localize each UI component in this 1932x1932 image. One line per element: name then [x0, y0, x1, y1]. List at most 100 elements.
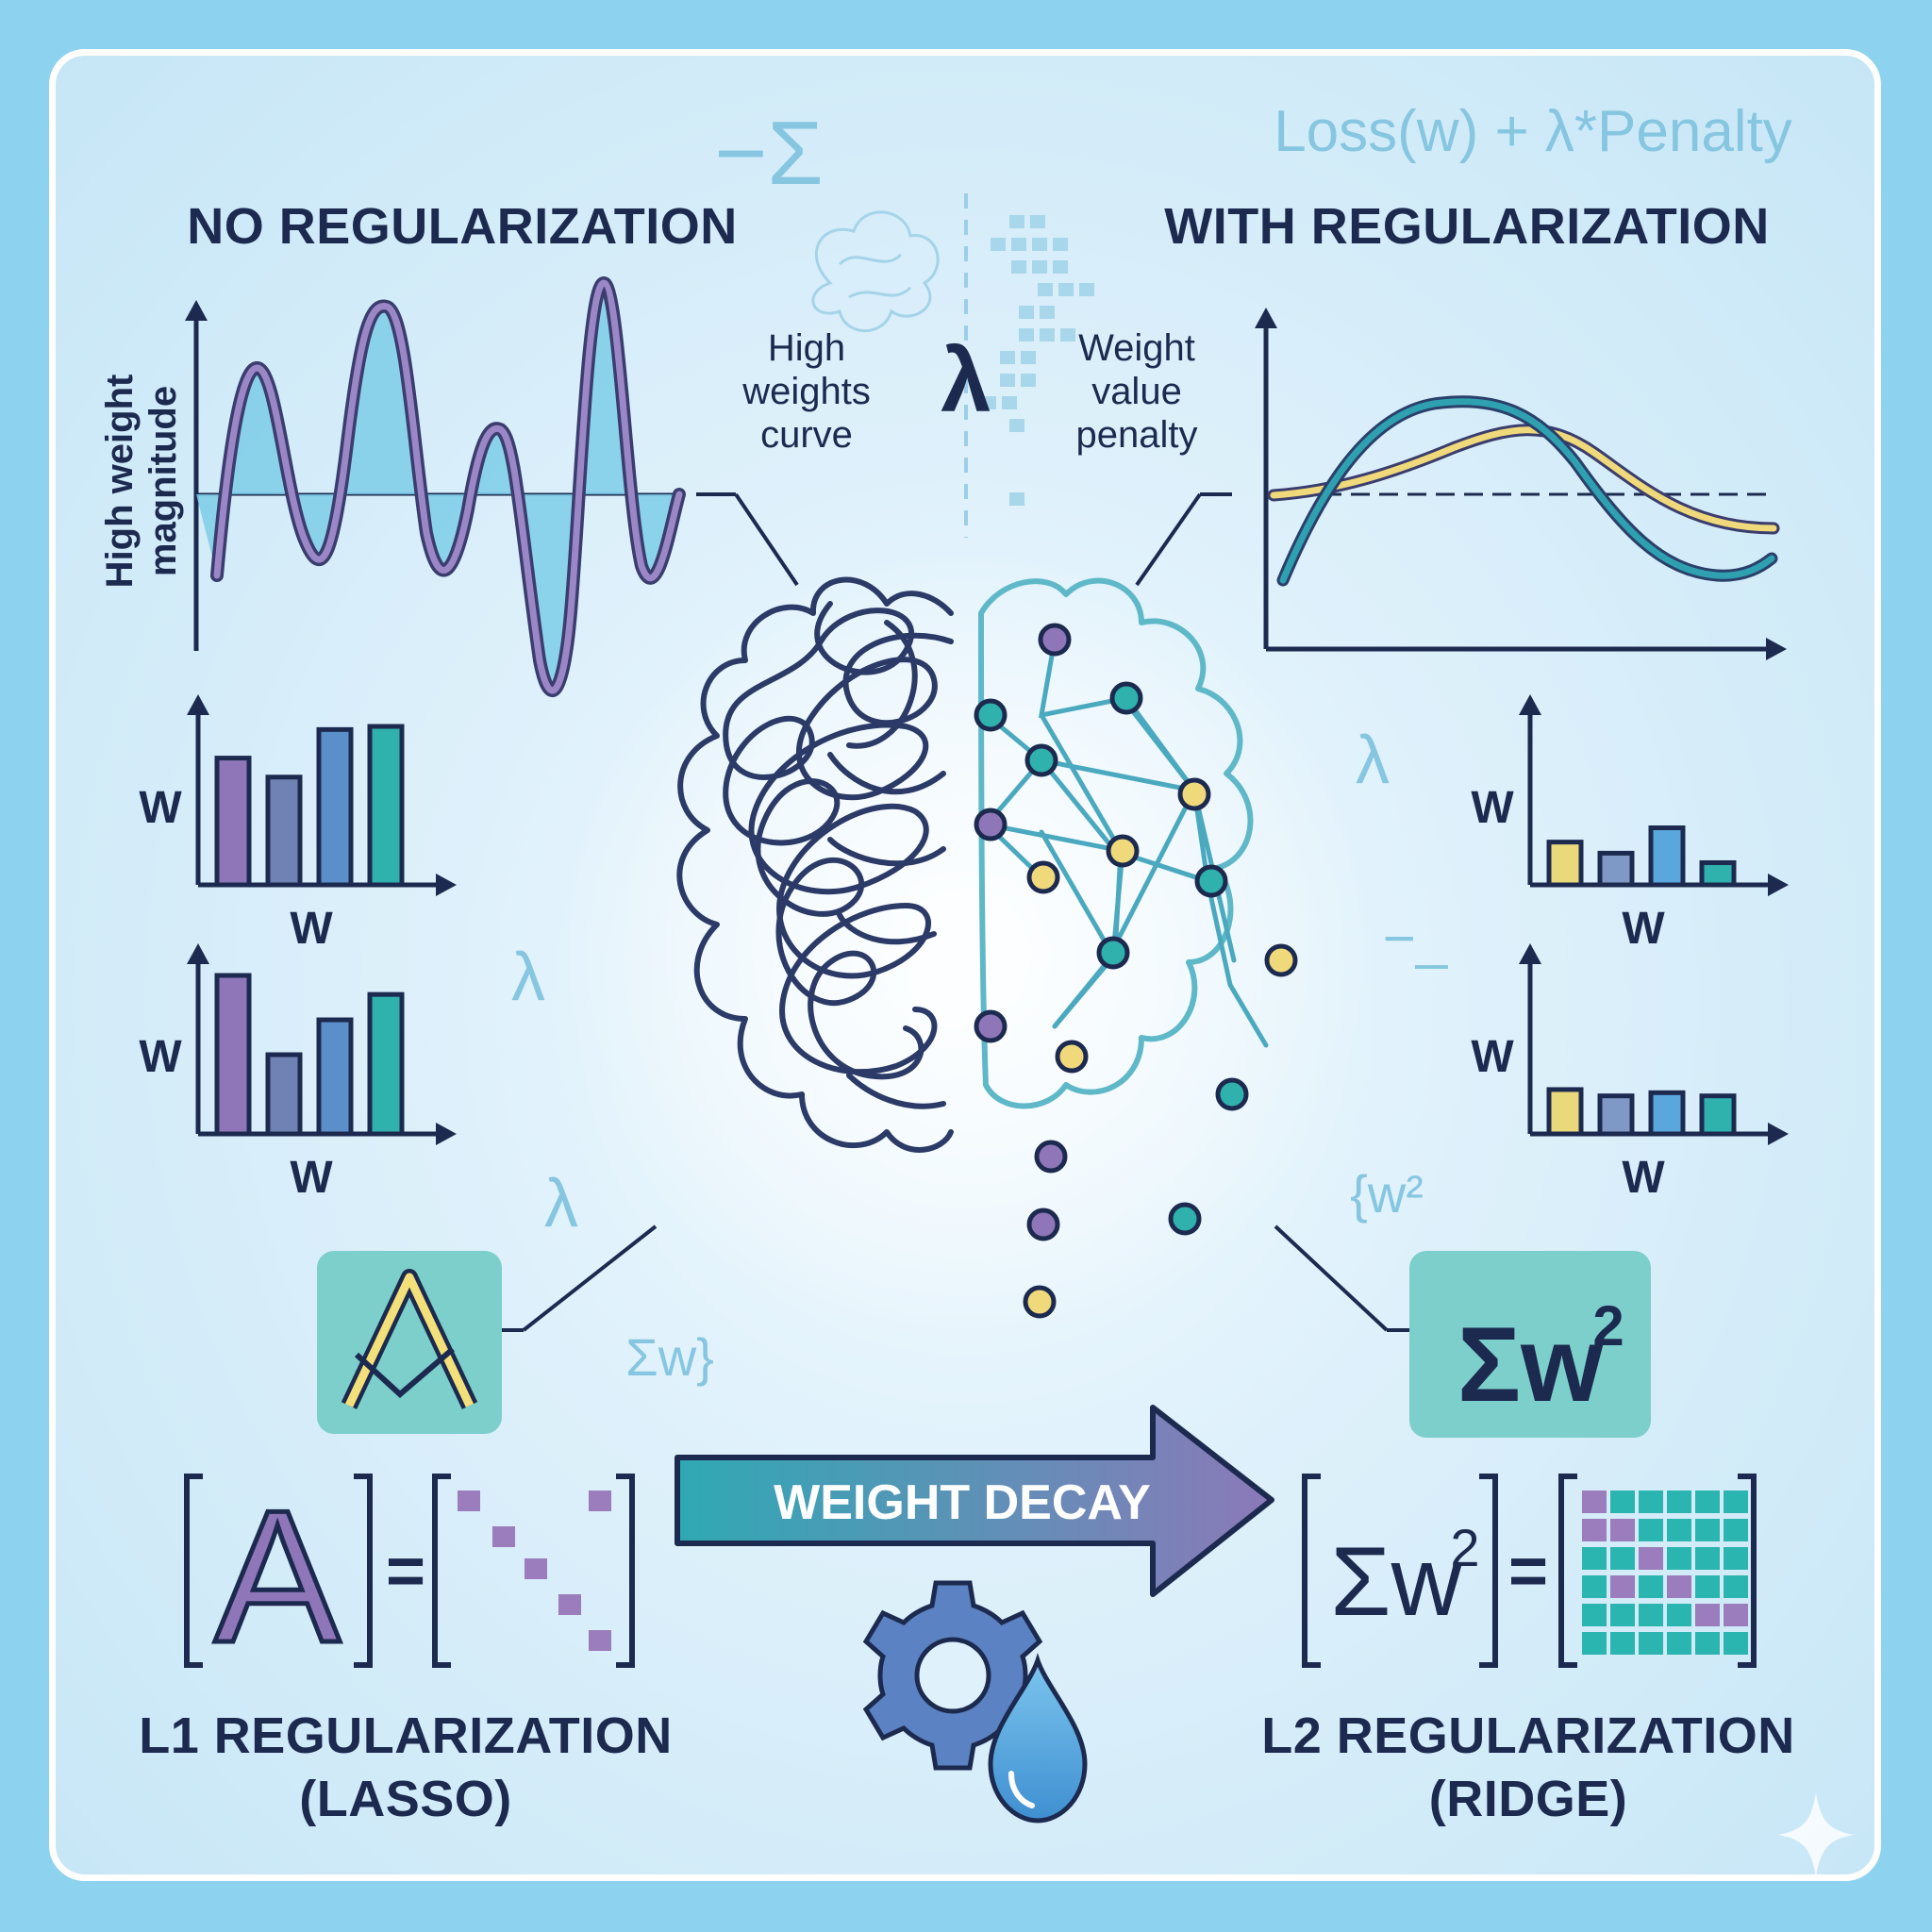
matrix-cell	[1724, 1547, 1748, 1570]
center-left-label-2: weights	[741, 371, 871, 412]
matrix-cell	[1695, 1575, 1720, 1598]
network-node	[1038, 623, 1072, 657]
l2-eq-sum-w: Σw	[1330, 1527, 1462, 1637]
right-curve-teal	[1279, 398, 1775, 584]
network-node	[1096, 936, 1130, 970]
network-node	[1106, 834, 1140, 868]
center-lambda: λ	[941, 330, 991, 431]
matrix-cell	[1610, 1519, 1635, 1541]
faint-lambda-left-1: λ	[511, 940, 545, 1015]
left-bars-top-bar	[316, 726, 354, 888]
network-node	[1034, 1140, 1068, 1174]
matrix-cell	[1639, 1519, 1663, 1541]
network-node	[1109, 681, 1143, 715]
weight-decay-arrow: WEIGHT DECAY	[675, 1405, 1274, 1597]
left-bars-top-x-arrow	[436, 874, 457, 896]
right-bars-bottom-bar	[1648, 1090, 1686, 1137]
right-bars-top-chart: WW	[1471, 694, 1789, 954]
network-node	[974, 808, 1008, 841]
matrix-cell	[1582, 1632, 1607, 1655]
right-bars-bottom-bar	[1546, 1087, 1584, 1137]
center-left-label-1: High	[768, 327, 845, 369]
l2-ridge-tile: Σw 2	[1274, 1224, 1651, 1438]
matrix-cell	[1667, 1491, 1691, 1513]
matrix-cell	[1695, 1491, 1720, 1513]
left-bars-top-y-arrow	[187, 694, 209, 715]
center-left-label-3: curve	[760, 414, 853, 456]
left-bars-top-bar	[265, 774, 303, 888]
l2-equals: =	[1508, 1534, 1548, 1609]
network-node	[1168, 1202, 1202, 1236]
network-node	[1194, 864, 1228, 898]
left-bars-top-chart: WW	[139, 694, 457, 954]
matrix-cell	[1639, 1491, 1663, 1513]
left-wave-fill	[196, 283, 679, 691]
faint-sum-w: Σw}	[625, 1327, 714, 1387]
faint-w2: {w²	[1350, 1164, 1424, 1224]
center-right-label-1: Weight	[1078, 327, 1195, 369]
matrix-cell	[1667, 1632, 1691, 1655]
faint-sigma: −Σ	[714, 103, 823, 204]
l1-title-line1: L1 REGULARIZATION	[139, 1707, 672, 1764]
left-bars-bottom-x-arrow	[436, 1123, 457, 1145]
right-heading: WITH REGULARIZATION	[1164, 198, 1769, 255]
right-bars-bottom-y-label: W	[1471, 1032, 1514, 1082]
network-node	[1026, 1208, 1060, 1241]
l1-symbol: A	[214, 1472, 341, 1682]
matrix-cell	[1724, 1632, 1748, 1655]
matrix-cell	[1582, 1604, 1607, 1626]
center-right-label-2: value	[1091, 371, 1182, 412]
left-wave-chart: High weight magnitude	[99, 275, 799, 697]
matrix-cell	[1695, 1547, 1720, 1570]
water-drop-icon	[988, 1653, 1088, 1824]
matrix-cell	[1695, 1632, 1720, 1655]
network-node	[1177, 777, 1211, 811]
left-bars-top-bar	[367, 724, 405, 888]
l2-tile-exponent: 2	[1592, 1294, 1624, 1357]
l1-title-line2: (LASSO)	[299, 1771, 512, 1827]
right-bars-top-bar	[1597, 850, 1635, 888]
l1-equals: =	[386, 1534, 425, 1609]
left-bars-bottom-bar	[367, 991, 405, 1137]
matrix-cell	[1639, 1547, 1663, 1570]
left-wave-leader-b	[734, 492, 799, 587]
right-bars-top-x-arrow	[1768, 874, 1789, 896]
l2-dense-matrix	[1582, 1491, 1748, 1655]
right-chart-y-arrow	[1255, 308, 1277, 328]
right-bars-bottom-chart: WW	[1471, 943, 1789, 1203]
network-node	[974, 1009, 1008, 1043]
network-node	[1023, 1285, 1057, 1319]
matrix-cell	[1667, 1519, 1691, 1541]
left-bars-bottom-y-arrow	[187, 943, 209, 964]
right-chart-x-arrow	[1766, 638, 1787, 660]
right-bars-top-x-label: W	[1622, 904, 1665, 954]
l2-eq-exponent: 2	[1450, 1518, 1479, 1577]
brain-scribble-icon	[676, 576, 954, 1153]
matrix-cell	[1639, 1632, 1663, 1655]
matrix-cell	[1610, 1604, 1635, 1626]
l1-lasso-tile	[317, 1224, 658, 1434]
right-bars-bottom-x-label: W	[1622, 1153, 1665, 1203]
left-bars-top-bar	[214, 756, 252, 888]
left-bars-top-y-label: W	[139, 783, 182, 833]
l2-title-line2: (RIDGE)	[1429, 1771, 1627, 1827]
network-node	[974, 698, 1008, 732]
right-bars-top-bar	[1546, 840, 1584, 888]
left-axis-label-2: magnitude	[142, 386, 184, 576]
left-axis-label-1: High weight	[99, 375, 141, 589]
left-bars-bottom-x-label: W	[290, 1153, 333, 1203]
l2-title-line1: L2 REGULARIZATION	[1261, 1707, 1794, 1764]
faint-lambda-right: λ	[1356, 723, 1390, 798]
matrix-cell	[1667, 1575, 1691, 1598]
right-bars-top-bar	[1699, 859, 1737, 888]
center-glow	[560, 538, 1372, 1349]
right-chart-leader-b	[1135, 492, 1202, 587]
matrix-cell	[1695, 1519, 1720, 1541]
right-smooth-chart	[1135, 308, 1787, 660]
network-node	[1264, 943, 1298, 977]
network-node	[1055, 1040, 1089, 1074]
matrix-cell	[1582, 1547, 1607, 1570]
matrix-cell	[1639, 1604, 1663, 1626]
matrix-cell	[1667, 1604, 1691, 1626]
matrix-cell	[1724, 1575, 1748, 1598]
